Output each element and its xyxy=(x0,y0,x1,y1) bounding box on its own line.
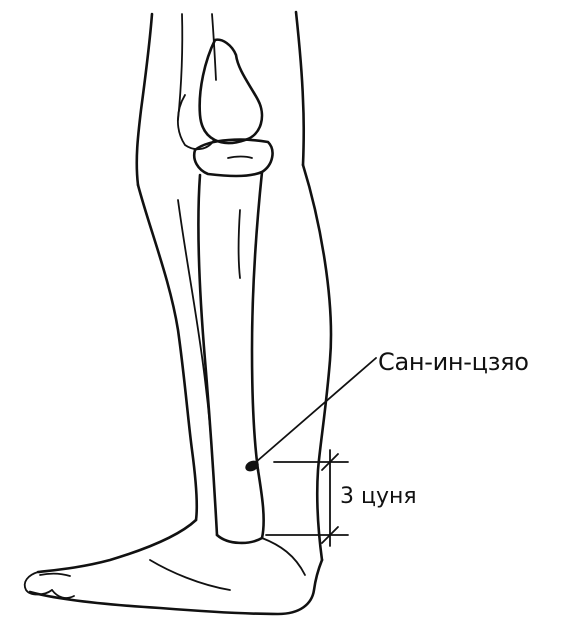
thigh-front-outline xyxy=(296,12,304,165)
acupoint-label: Сан-ин-цзяо xyxy=(378,348,529,376)
kneecap-inner-line xyxy=(178,95,214,149)
fibula-line xyxy=(178,200,213,470)
medial-malleolus xyxy=(217,470,264,543)
foot-upper-outline xyxy=(38,520,196,572)
big-toe xyxy=(25,572,52,595)
acupoint-leader-line xyxy=(256,358,376,462)
tibia-head-shading xyxy=(228,157,252,159)
tibia-shaft-right xyxy=(252,172,262,470)
foot-arch-line xyxy=(150,560,230,590)
tibia-inner-mark xyxy=(239,210,241,278)
thigh-back-outline xyxy=(137,14,152,185)
distance-label: 3 цуня xyxy=(340,484,417,509)
kneecap-outline xyxy=(200,40,262,143)
heel-line xyxy=(262,538,305,575)
toe-crease xyxy=(40,574,70,576)
calf-back-outline xyxy=(138,185,197,520)
shin-front-outline xyxy=(303,165,331,560)
